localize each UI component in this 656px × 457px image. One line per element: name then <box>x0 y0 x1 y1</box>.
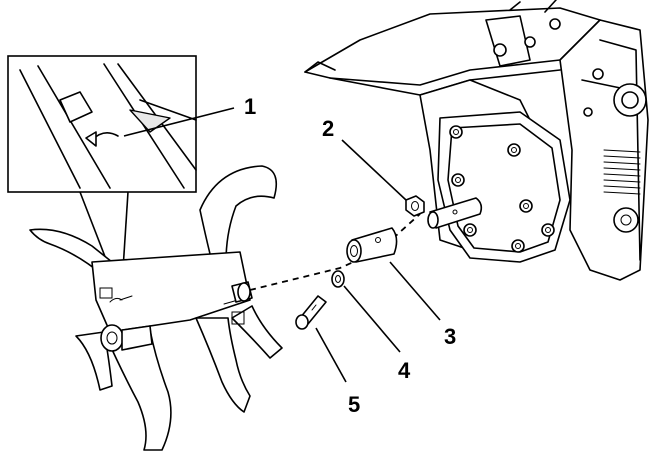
callout-1: 1 <box>244 94 256 119</box>
detail-inset <box>7 55 197 286</box>
part-3-spacer-sleeve <box>346 227 398 263</box>
callout-3: 3 <box>444 324 456 349</box>
callout-5: 5 <box>348 392 360 417</box>
tine-assembly <box>29 165 283 451</box>
part-4-washer <box>331 270 345 288</box>
part-2-nut <box>405 195 425 217</box>
part-5-bolt <box>295 295 327 330</box>
tine-shaft <box>427 197 483 229</box>
callout-2: 2 <box>322 116 334 141</box>
leader-lines <box>123 107 441 383</box>
callout-4: 4 <box>398 358 411 383</box>
